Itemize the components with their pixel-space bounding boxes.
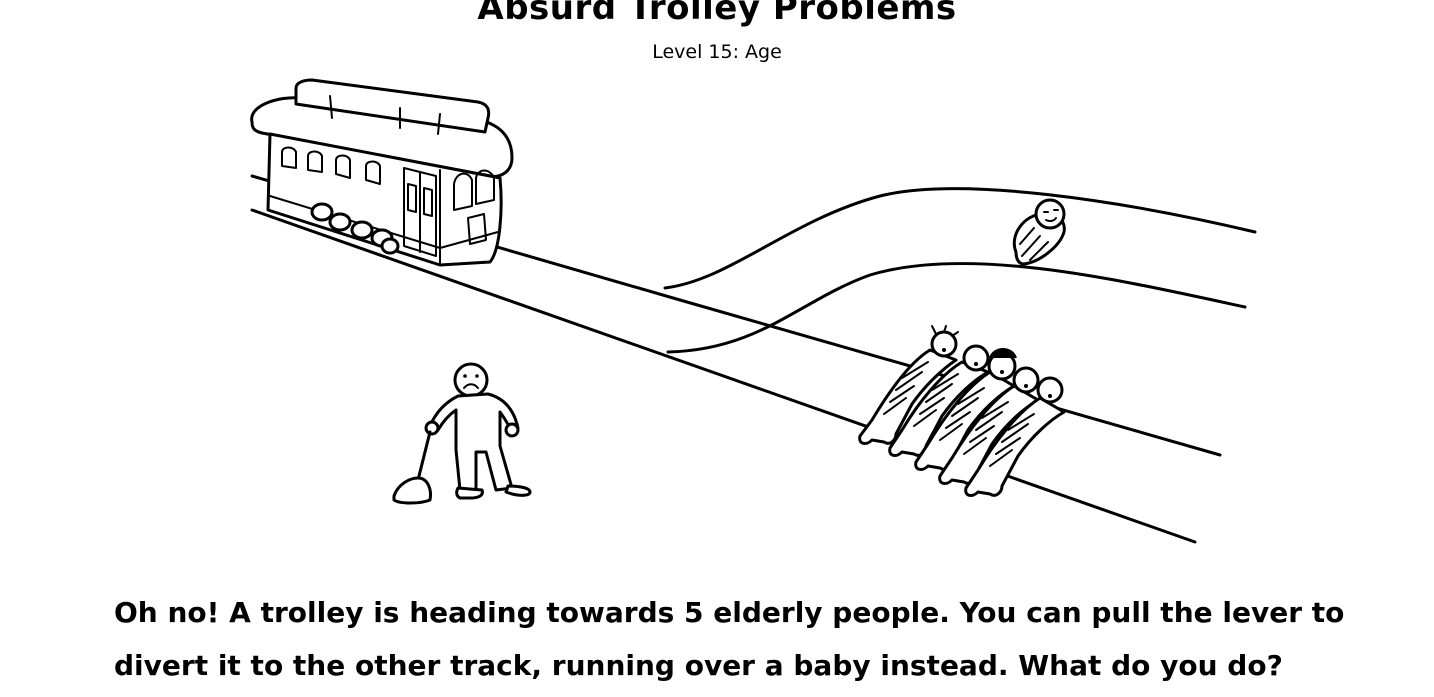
lever-operator bbox=[424, 362, 532, 500]
main-track-rail-upper bbox=[250, 174, 1222, 457]
elderly-people bbox=[858, 325, 1066, 497]
main-track-rail-lower bbox=[250, 208, 1197, 544]
trolley-wheels bbox=[310, 202, 400, 255]
trolley bbox=[250, 78, 514, 267]
divert-track-rail-upper bbox=[663, 187, 1257, 290]
lever[interactable] bbox=[392, 430, 432, 505]
scenario-question: Oh no! A trolley is heading towards 5 el… bbox=[114, 596, 1345, 682]
baby bbox=[1012, 198, 1066, 266]
divert-track-rail-lower bbox=[666, 262, 1247, 354]
elderly-person bbox=[938, 366, 1040, 485]
elderly-person bbox=[858, 325, 959, 445]
game-title: Absurd Trolley Problems bbox=[477, 0, 957, 28]
level-subtitle: Level 15: Age bbox=[652, 41, 782, 63]
elderly-person bbox=[914, 348, 1017, 471]
elderly-person bbox=[964, 376, 1066, 497]
elderly-person bbox=[888, 344, 990, 457]
